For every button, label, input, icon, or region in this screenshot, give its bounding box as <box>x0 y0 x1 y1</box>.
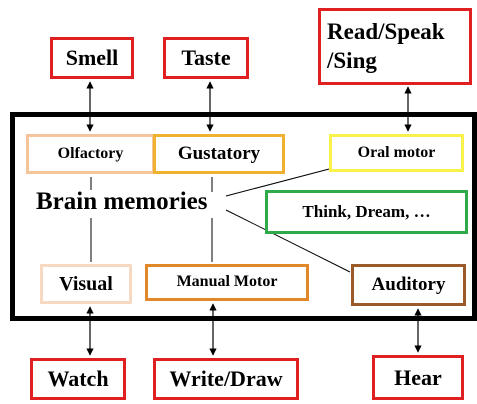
taste-box: Taste <box>163 37 249 79</box>
hear-box: Hear <box>372 355 464 400</box>
think-dream-box: Think, Dream, … <box>265 190 468 234</box>
gustatory-box: Gustatory <box>153 134 285 174</box>
link-auditory <box>225 209 351 273</box>
read-speak-sing-box: Read/Speak /Sing <box>318 8 472 85</box>
auditory-box: Auditory <box>351 264 466 306</box>
brain-frame <box>10 112 477 321</box>
visual-box: Visual <box>40 264 132 304</box>
brain-memories-label: Brain memories <box>36 188 208 215</box>
watch-box: Watch <box>30 358 126 400</box>
manual-motor-box: Manual Motor <box>145 264 309 301</box>
oral-motor-box: Oral motor <box>329 134 464 172</box>
smell-box: Smell <box>50 37 134 79</box>
olfactory-box: Olfactory <box>26 134 155 174</box>
link-oral-motor <box>225 167 334 197</box>
write-draw-box: Write/Draw <box>153 358 299 400</box>
